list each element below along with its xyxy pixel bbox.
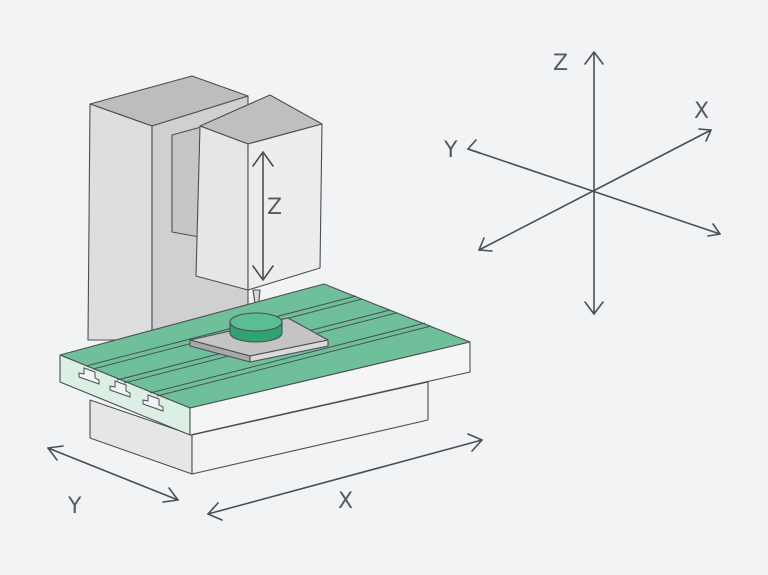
ref-x-axis bbox=[478, 129, 712, 251]
table-x-label: X bbox=[338, 489, 353, 514]
head-front bbox=[195, 125, 249, 291]
table-y-arrow bbox=[47, 445, 179, 503]
plate-side bbox=[249, 339, 329, 363]
table-side bbox=[189, 341, 471, 436]
reference-axes bbox=[467, 51, 721, 315]
ref-y-label: Y bbox=[443, 138, 458, 163]
table-x-arrow bbox=[207, 433, 483, 521]
head-side bbox=[247, 123, 323, 291]
table-y-label: Y bbox=[67, 494, 82, 519]
t-slot-profiles bbox=[78, 367, 164, 412]
spindle-head bbox=[171, 94, 323, 311]
ref-y-axis bbox=[467, 148, 721, 235]
ref-z-label: Z bbox=[553, 51, 568, 76]
spindle-z-arrow bbox=[252, 151, 274, 281]
spindle-z-label: Z bbox=[267, 195, 282, 220]
ref-x-label: X bbox=[694, 99, 709, 124]
workpiece bbox=[229, 312, 283, 343]
column-front bbox=[87, 103, 153, 341]
workpiece-top bbox=[229, 312, 283, 332]
